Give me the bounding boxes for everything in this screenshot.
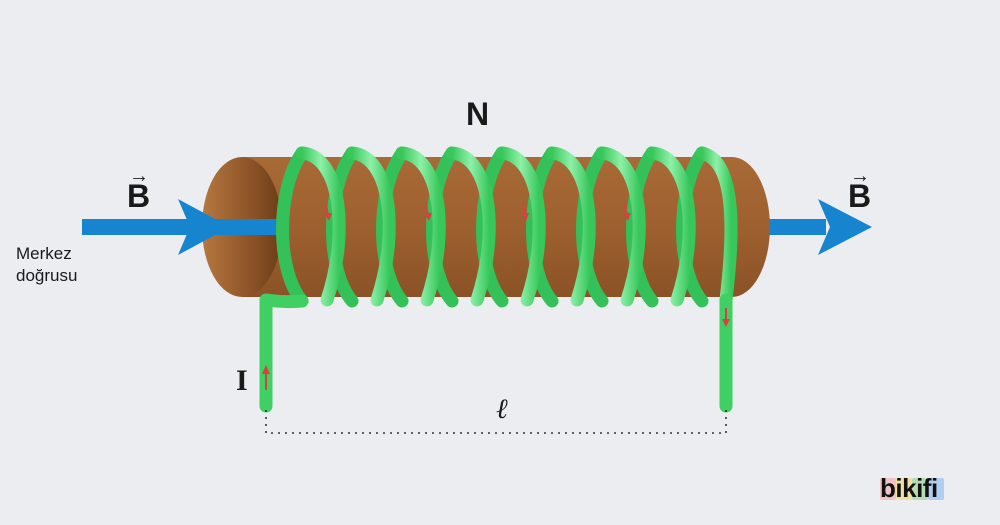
- logo-bar: [928, 478, 944, 500]
- vector-arrow-icon: →: [129, 165, 149, 187]
- axis-label: Merkez doğrusu: [16, 243, 77, 287]
- logo-text: bikifi: [880, 473, 938, 503]
- brand-logo: bikifi: [880, 470, 944, 506]
- logo-bar: [912, 478, 928, 500]
- field-label-right: → B: [848, 166, 872, 214]
- length-label: ℓ: [496, 394, 508, 425]
- coil-windings: [259, 146, 738, 413]
- logo-bar: [896, 478, 912, 500]
- field-arrow-right: [760, 199, 872, 255]
- length-dimension: [265, 410, 727, 434]
- current-label: I: [236, 364, 248, 397]
- logo-color-bars: [880, 478, 944, 500]
- current-arrows: [262, 202, 730, 390]
- turns-label: N: [466, 96, 490, 132]
- vector-arrow-icon: →: [850, 165, 870, 187]
- field-label-left: → B: [127, 166, 151, 214]
- logo-bar: [880, 478, 896, 500]
- axis-label-line2: doğrusu: [16, 266, 78, 285]
- field-symbol-right: B: [848, 178, 872, 214]
- field-symbol-left: B: [127, 178, 151, 214]
- axis-label-line1: Merkez: [16, 244, 72, 263]
- field-arrow-left: [82, 199, 280, 255]
